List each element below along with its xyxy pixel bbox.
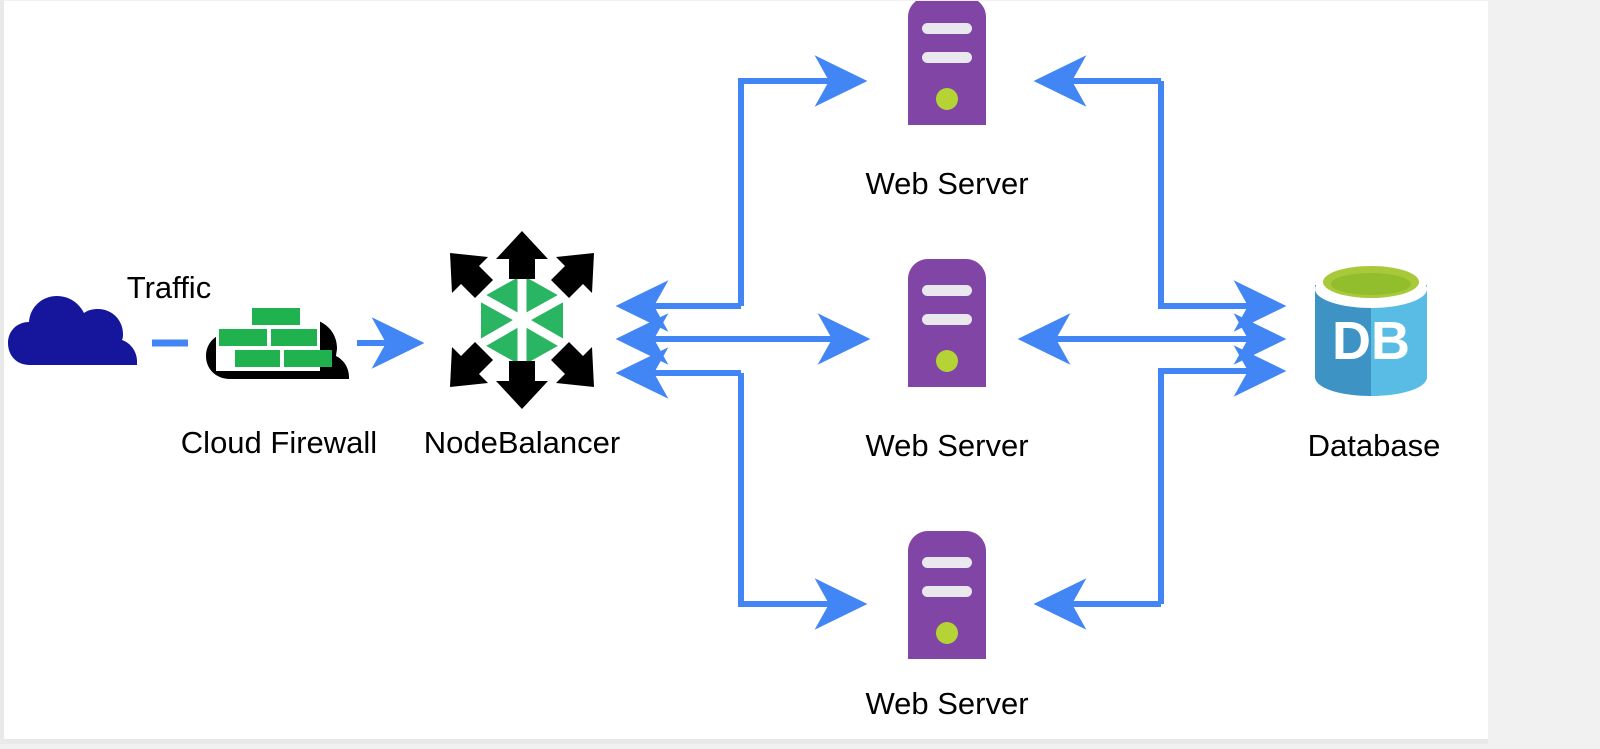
label-traffic: Traffic (126, 270, 212, 305)
cloud-firewall-icon (206, 305, 349, 379)
label-nodebalancer: NodeBalancer (423, 425, 621, 460)
database-cylinder-icon: DB (1315, 266, 1427, 396)
cloud-icon (8, 296, 137, 365)
wire-webserver1-database (1158, 81, 1287, 332)
label-cloud-firewall: Cloud Firewall (180, 425, 378, 460)
label-webserver-2: Web Server (865, 428, 1029, 463)
node-nodebalancer[interactable] (432, 229, 612, 411)
server-tower-icon (908, 531, 986, 659)
server-tower-icon (908, 259, 986, 387)
wire-webserver3-database (1158, 345, 1287, 604)
node-webserver-1[interactable] (902, 1, 992, 127)
database-badge-text: DB (1332, 311, 1410, 371)
label-database: Database (1307, 428, 1441, 463)
node-webserver-3[interactable] (902, 529, 992, 661)
node-traffic[interactable] (6, 281, 146, 371)
label-webserver-1: Web Server (865, 166, 1029, 201)
nodebalancer-icon (450, 231, 594, 409)
label-webserver-3: Web Server (865, 686, 1029, 721)
server-tower-icon (908, 1, 986, 125)
node-database[interactable]: DB (1309, 263, 1433, 399)
wire-balancer-webserver3 (738, 373, 868, 630)
node-cloud-firewall[interactable] (200, 289, 352, 385)
diagram-canvas: Traffic Cloud Firewall (0, 0, 1488, 744)
node-webserver-2[interactable] (902, 257, 992, 389)
